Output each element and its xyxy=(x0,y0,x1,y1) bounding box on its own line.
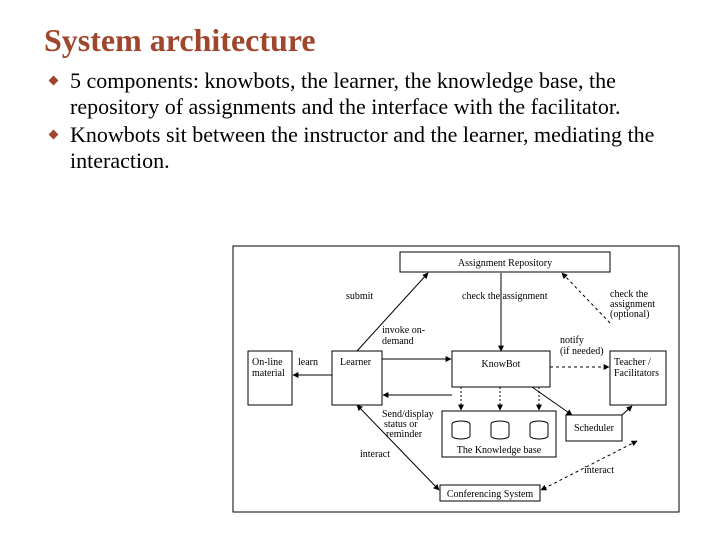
check-optional-label-1: check the xyxy=(610,289,649,300)
scheduler-box xyxy=(565,414,623,442)
scheduler-label: Scheduler xyxy=(574,423,615,434)
invoke-label-1: invoke on- xyxy=(382,325,425,336)
online-material-label-1: On-line xyxy=(252,357,283,368)
bullet-text: Knowbots sit between the instructor and … xyxy=(70,122,655,173)
submit-label: submit xyxy=(346,291,373,302)
send-display-label-1: Send/display xyxy=(382,409,434,420)
notify-label-2: (if needed) xyxy=(560,346,604,357)
online-material-label-2: material xyxy=(252,368,285,379)
scheduler-to-teacher xyxy=(621,405,633,416)
database-icon xyxy=(529,420,549,440)
database-icon xyxy=(451,420,471,440)
notify-label-1: notify xyxy=(560,335,584,346)
bullet-list: 5 components: knowbots, the learner, the… xyxy=(48,68,688,176)
submit-arrow xyxy=(356,272,429,352)
learner-interact-arrow xyxy=(356,404,440,491)
knowledge-base-label: The Knowledge base xyxy=(457,445,542,456)
check-assignment-label: check the assignment xyxy=(462,291,548,302)
learner-label: Learner xyxy=(340,357,372,368)
knowbot-box xyxy=(451,350,551,388)
assignment-repository-box xyxy=(399,251,611,273)
bullet-item: Knowbots sit between the instructor and … xyxy=(48,122,688,174)
teacher-label-2: Facilitators xyxy=(614,368,659,379)
send-display-label-2: status or xyxy=(384,419,418,430)
bullet-text: 5 components: knowbots, the learner, the… xyxy=(70,68,621,119)
conferencing-system-box xyxy=(439,484,541,502)
bullet-item: 5 components: knowbots, the learner, the… xyxy=(48,68,688,120)
conferencing-system-label: Conferencing System xyxy=(447,489,534,500)
knowbot-label: KnowBot xyxy=(482,359,521,370)
interact-right-label: interact xyxy=(584,465,614,476)
diagram-frame xyxy=(232,245,680,513)
database-icon xyxy=(490,420,510,440)
teacher-box xyxy=(609,350,667,406)
online-material-box xyxy=(247,350,293,406)
page-title: System architecture xyxy=(44,22,316,58)
learn-label: learn xyxy=(298,357,318,368)
architecture-diagram: Assignment Repository On-line material L… xyxy=(232,245,680,513)
diamond-bullet-icon xyxy=(48,75,59,86)
invoke-label-2: demand xyxy=(382,336,414,347)
check-optional-arrow xyxy=(561,272,611,324)
teacher-label-1: Teacher / xyxy=(614,357,651,368)
check-optional-label-2: assignment xyxy=(610,299,655,310)
check-optional-label-3: (optional) xyxy=(610,309,649,320)
send-display-label-3: reminder xyxy=(386,429,423,440)
diamond-bullet-icon xyxy=(48,129,59,140)
interact-left-label: interact xyxy=(360,449,390,460)
assignment-repository-label: Assignment Repository xyxy=(458,258,552,269)
